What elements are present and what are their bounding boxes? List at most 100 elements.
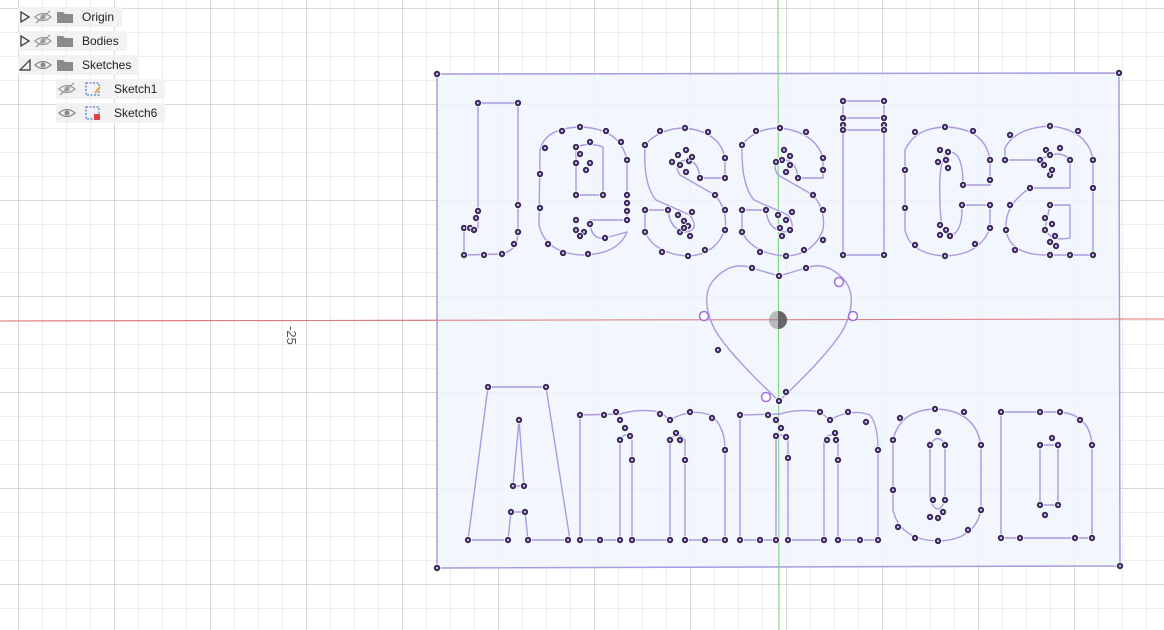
sketch-point-center — [931, 498, 935, 502]
sketch-point-center — [1018, 536, 1022, 540]
eye-visible-icon[interactable] — [32, 57, 54, 73]
sketch-point-center — [818, 410, 822, 414]
browser-item-sketches[interactable]: Sketches — [18, 55, 140, 75]
browser-item-label: Origin — [82, 10, 115, 24]
sketch-point-center — [774, 160, 778, 164]
sketch-point-center — [944, 228, 948, 232]
sketch-point-center — [517, 418, 521, 422]
sketch-point-center — [588, 140, 592, 144]
sketch-point-center — [628, 434, 632, 438]
sketch-point-center — [864, 420, 868, 424]
sketch-point-center — [500, 252, 504, 256]
sketch-point-center — [706, 130, 710, 134]
sketch-point-center — [684, 148, 688, 152]
sketch-point-center — [561, 251, 565, 255]
sketch-point-center — [574, 228, 578, 232]
browser-item-sketch1[interactable]: Sketch1 — [56, 79, 166, 99]
sketch-point-center — [643, 230, 647, 234]
sketch-point-center — [766, 413, 770, 417]
sketch-point-center — [782, 148, 786, 152]
browser-item-label: Bodies — [82, 34, 119, 48]
sketch-point-center — [509, 510, 513, 514]
eye-hidden-icon[interactable] — [56, 81, 78, 97]
sketch-point-center — [670, 160, 674, 164]
sketch-point-center — [578, 413, 582, 417]
sketch-point-center — [668, 538, 672, 542]
sketch-point-center — [943, 443, 947, 447]
expand-triangle-icon[interactable] — [18, 10, 32, 24]
eye-hidden-icon[interactable] — [32, 9, 54, 25]
sketch-point-center — [758, 250, 762, 254]
sketch-point-center — [574, 145, 578, 149]
sketch-point-center — [516, 203, 520, 207]
sketch-point-center — [821, 156, 825, 160]
sketch-point-center — [936, 160, 940, 164]
sketch-point-center — [698, 176, 702, 180]
sketch-point-center — [601, 193, 605, 197]
sketch-point-center — [1068, 158, 1072, 162]
sketch-point-center — [948, 234, 952, 238]
sketch-point-center — [682, 219, 686, 223]
sketch-point-center — [625, 209, 629, 213]
sketch-point-center — [623, 426, 627, 430]
sketch-point-center — [703, 538, 707, 542]
sketch-point-center — [687, 159, 691, 163]
eye-hidden-icon[interactable] — [32, 33, 54, 49]
sketch-icon — [82, 81, 104, 97]
browser-item-sketch6[interactable]: Sketch6 — [56, 103, 166, 123]
sketch-point-center — [804, 130, 808, 134]
sketch-point-center — [472, 228, 476, 232]
sketch-point-center — [684, 170, 688, 174]
sketch-point-center — [943, 125, 947, 129]
sketch-point-center — [882, 99, 886, 103]
sketch-point-center — [582, 230, 586, 234]
sketch-point-center — [913, 243, 917, 247]
browser-item-origin[interactable]: Origin — [18, 7, 123, 27]
sketch-point-center — [1050, 168, 1054, 172]
sketch-point-center — [1091, 186, 1095, 190]
sketch-point-center — [1076, 129, 1080, 133]
sketch-point-center — [943, 254, 947, 258]
sketch-point-center — [740, 208, 744, 212]
sketch-point-center — [971, 129, 975, 133]
sketch-point-center — [618, 418, 622, 422]
collapse-triangle-icon[interactable] — [18, 58, 32, 72]
sketch-point-center — [979, 443, 983, 447]
sketch-point-center — [574, 218, 578, 222]
sketch-point-center — [973, 242, 977, 246]
sketch-point-center — [774, 418, 778, 422]
sketch-point-center — [1043, 228, 1047, 232]
origin-point-icon[interactable] — [769, 311, 787, 329]
sketch-point-center — [941, 510, 945, 514]
expand-triangle-icon[interactable] — [18, 34, 32, 48]
sketch-point-center — [625, 218, 629, 222]
sketch-point-center — [678, 230, 682, 234]
sketch-point-center — [828, 418, 832, 422]
sketch-point-center — [777, 399, 781, 403]
heart-handles[interactable] — [698, 276, 859, 403]
sketch-point-center — [1044, 148, 1048, 152]
sketch-point-center — [1091, 158, 1095, 162]
eye-visible-icon[interactable] — [56, 105, 78, 121]
sketch-point-center — [811, 193, 815, 197]
sketch-point-center — [584, 168, 588, 172]
sketch-point-center — [796, 176, 800, 180]
sketch-point-center — [516, 101, 520, 105]
sketch-point-center — [960, 203, 964, 207]
browser-item-label: Sketch1 — [114, 82, 158, 96]
sketch-point-center — [598, 538, 602, 542]
sketch-point-center — [928, 515, 932, 519]
sketch-point-center — [688, 234, 692, 238]
sketch-point-center — [836, 458, 840, 462]
sketch-point-center — [588, 161, 592, 165]
sketch-point-center — [1068, 253, 1072, 257]
sketch-point-center — [1013, 248, 1017, 252]
sketch-point-center — [658, 129, 662, 133]
sketch-point-center — [846, 410, 850, 414]
sketch-point-center — [643, 143, 647, 147]
sketch-point-center — [943, 498, 947, 502]
sketch-point-center — [690, 155, 694, 159]
sketch-point-center — [784, 170, 788, 174]
browser-item-bodies[interactable]: Bodies — [18, 31, 127, 51]
